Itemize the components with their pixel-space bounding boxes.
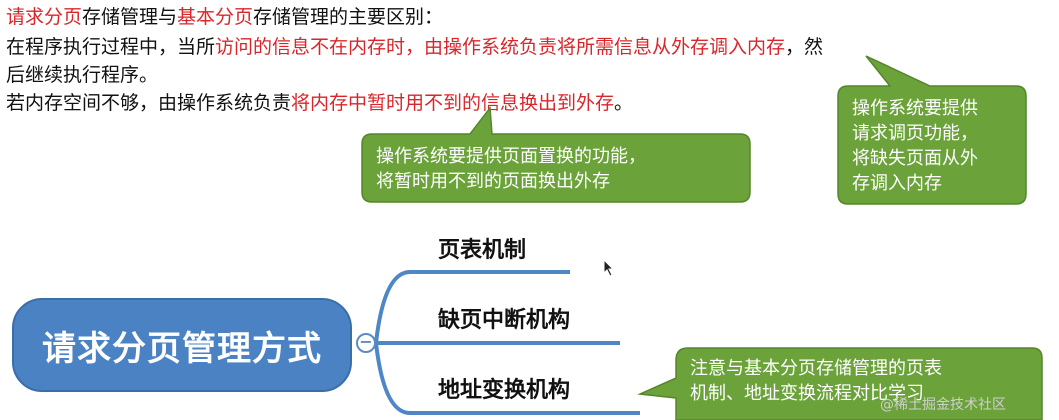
callout-text-demand-paging: 操作系统要提供 请求调页功能， 将缺失页面从外 存调入内存 [852,96,978,196]
text-segment: 。 [614,92,634,114]
callout-line: 请求调页功能， [852,123,978,144]
collapse-toggle-button[interactable]: − [356,333,376,353]
mindmap-branch-page-table[interactable]: 页表机制 [438,238,527,263]
text-segment: 若内存空间不够，由操作系统负责 [6,92,292,114]
callout-line: 将暂时用不到的页面换出外存 [376,171,610,192]
text-segment: 在程序执行过程中，当所 [6,36,216,58]
callout-bubble-demand-paging [837,55,1027,205]
callout-line: 机制、地址变换流程对比学习 [690,383,924,404]
highlight-page-out: 将内存中暂时用不到的信息换出到外存 [291,92,615,114]
watermark: @稀土掘金技术社区 [880,397,1006,413]
text-segment: 后继续执行程序。 [6,64,159,86]
callout-line: 存调入内存 [852,173,942,194]
text-segment: 存储管理与 [82,6,178,28]
callout-line: 操作系统要提供页面置换的功能， [376,146,646,167]
connector-branch-1 [374,270,570,344]
mindmap-root-node[interactable]: 请求分页管理方式 [12,298,352,392]
paragraph-line-3: 若内存空间不够，由操作系统负责将内存中暂时用不到的信息换出到外存。 [6,90,633,116]
text-segment: ，然 [785,36,824,58]
paragraph-line-2: 后继续执行程序。 [6,62,158,88]
connector-branch-3 [374,342,640,415]
heading-line: 请求分页存储管理与基本分页存储管理的主要区别： [6,4,443,30]
callout-line: 注意与基本分页存储管理的页表 [690,358,942,379]
text-segment: 存储管理的主要区别： [253,6,444,28]
callout-line: 将缺失页面从外 [852,148,978,169]
highlight-page-in: 访问的信息不在内存时，由操作系统负责将所需信息从外存调入内存 [215,36,786,58]
mindmap-branch-page-fault[interactable]: 缺页中断机构 [438,308,571,333]
callout-text-replacement: 操作系统要提供页面置换的功能， 将暂时用不到的页面换出外存 [376,144,646,194]
callout-text-compare: 注意与基本分页存储管理的页表 机制、地址变换流程对比学习 [690,356,942,406]
term-basic-paging: 基本分页 [177,6,254,28]
mindmap-branch-address-translation[interactable]: 地址变换机构 [438,378,571,403]
callout-bubble-replacement [361,105,751,203]
term-request-paging: 请求分页 [6,6,83,28]
callout-line: 操作系统要提供 [852,98,978,119]
paragraph-line-1: 在程序执行过程中，当所访问的信息不在内存时，由操作系统负责将所需信息从外存调入内… [6,34,823,60]
callout-bubble-compare [637,347,1043,420]
mouse-cursor-icon [603,259,615,277]
